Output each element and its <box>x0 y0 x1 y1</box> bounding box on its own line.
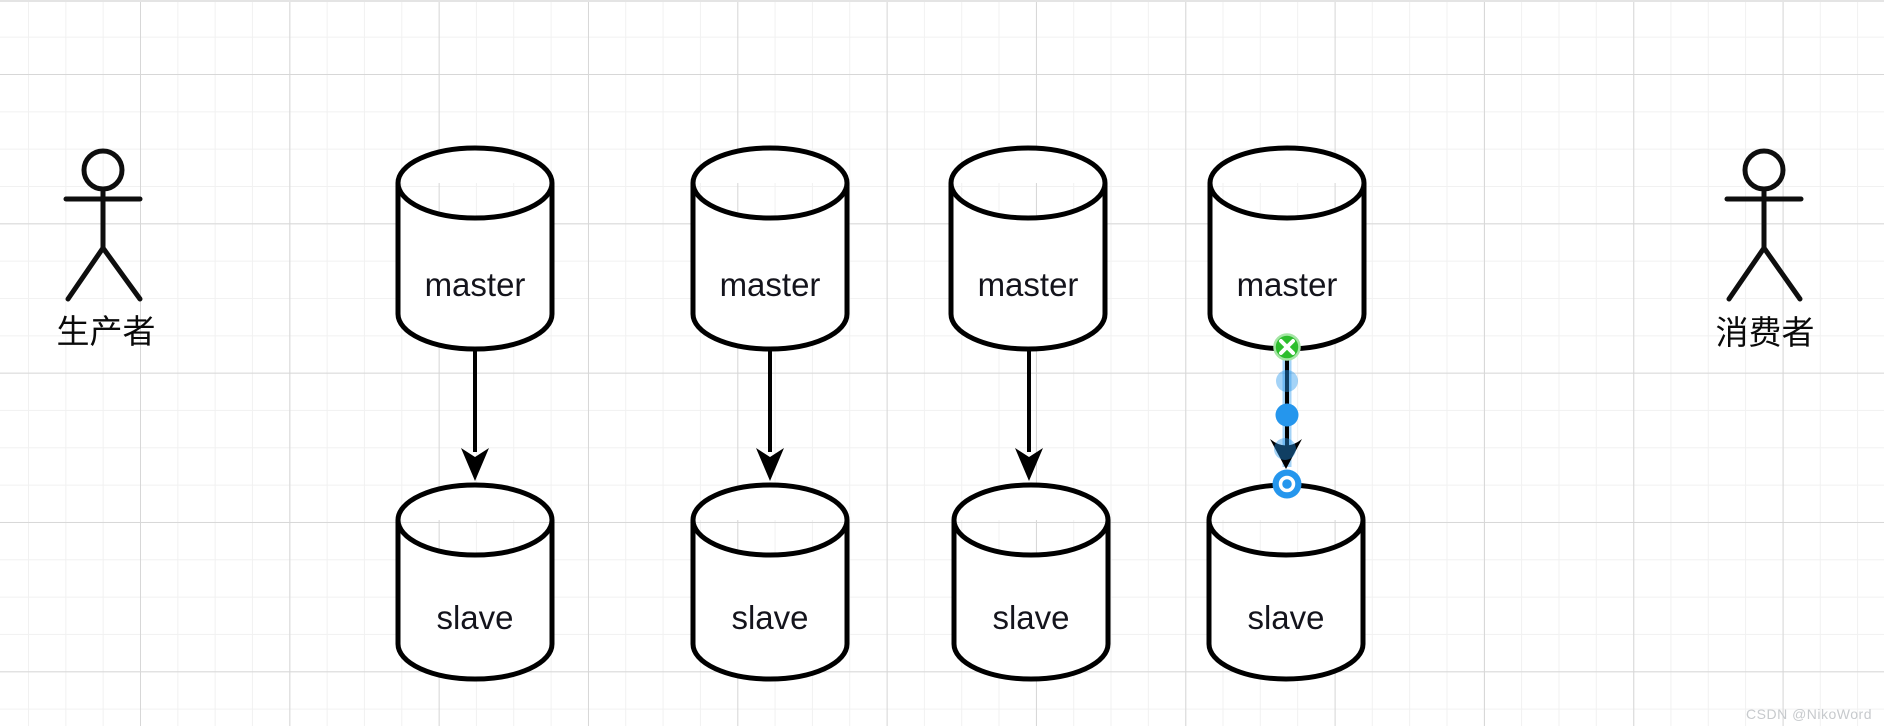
slave-label: slave <box>436 599 513 636</box>
db-cylinder-master-4[interactable]: master <box>1207 145 1367 352</box>
master-label: master <box>720 266 821 303</box>
arrowhead <box>756 448 784 481</box>
cylinder-shape <box>1206 482 1366 682</box>
replication-arrow-3[interactable] <box>1015 349 1043 481</box>
actor-producer-label: 生产者 <box>57 313 156 350</box>
edge-target-endpoint-handle[interactable] <box>1272 469 1302 499</box>
replication-arrow-1[interactable] <box>461 349 489 481</box>
cylinder-shape <box>690 145 850 352</box>
actor-head <box>81 148 125 192</box>
db-cylinder-master-2[interactable]: master <box>690 145 850 352</box>
actor-leg-right <box>1761 245 1803 302</box>
db-cylinder-slave-2[interactable]: slave <box>690 482 850 682</box>
edge-source-anchor-icon[interactable] <box>1273 333 1301 361</box>
actor-consumer-label: 消费者 <box>1716 314 1815 351</box>
cylinder-shape <box>395 482 555 682</box>
cylinder-shape <box>690 482 850 682</box>
db-cylinder-slave-1[interactable]: slave <box>395 482 555 682</box>
actor-leg-right <box>100 245 143 302</box>
endpoint-ring-icon <box>1278 475 1296 493</box>
db-cylinder-master-1[interactable]: master <box>395 145 555 352</box>
slave-label: slave <box>992 599 1069 636</box>
arrowhead <box>1270 439 1302 469</box>
cylinder-shape <box>395 145 555 352</box>
slave-label: slave <box>1247 599 1324 636</box>
db-cylinder-master-3[interactable]: master <box>948 145 1108 352</box>
watermark: CSDN @NikoWord <box>1746 706 1872 722</box>
arrowhead <box>1015 448 1043 481</box>
actor-producer[interactable]: 生产者 <box>57 148 156 350</box>
master-label: master <box>978 266 1079 303</box>
cylinder-shape <box>948 145 1108 352</box>
master-label: master <box>425 266 526 303</box>
edge-virtual-waypoint-2[interactable] <box>1274 438 1296 460</box>
actor-head <box>1742 148 1786 192</box>
arrowhead <box>461 448 489 481</box>
db-cylinder-slave-4[interactable]: slave <box>1206 482 1366 682</box>
cylinder-shape <box>1207 145 1367 352</box>
actor-consumer[interactable]: 消费者 <box>1716 148 1815 351</box>
edge-virtual-waypoint-1[interactable] <box>1276 370 1298 392</box>
replication-arrow-2[interactable] <box>756 349 784 481</box>
db-cylinder-slave-3[interactable]: slave <box>951 482 1111 682</box>
edge-midpoint-handle[interactable] <box>1275 403 1299 427</box>
master-label: master <box>1237 266 1338 303</box>
slave-label: slave <box>731 599 808 636</box>
actor-leg-left <box>65 245 106 302</box>
cylinder-shape <box>951 482 1111 682</box>
anchor-x-icon <box>1279 339 1295 355</box>
actor-leg-left <box>1726 245 1767 302</box>
